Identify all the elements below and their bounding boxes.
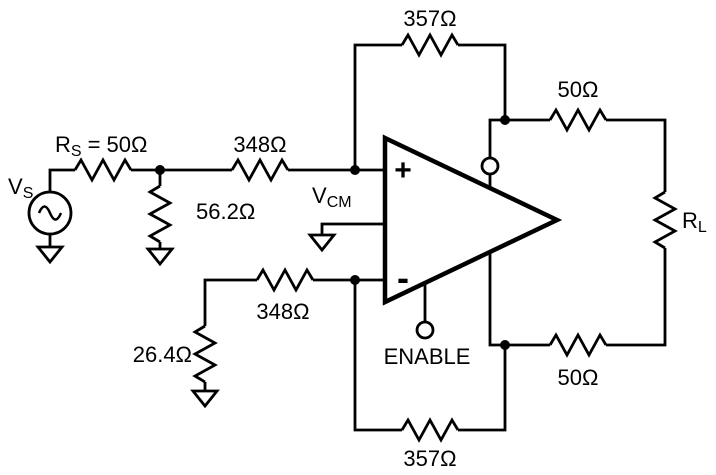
label-rg-bottom: 348Ω [256, 299, 309, 324]
resistor-ro-top [548, 107, 608, 133]
junction-dots [155, 115, 510, 350]
resistor-term-bottom [192, 324, 218, 384]
ground-symbol-vcm [307, 233, 337, 253]
circuit-wires [48, 43, 667, 432]
resistor-rf-top [400, 32, 460, 58]
vs-source [27, 190, 73, 236]
resistor-rg-bottom [255, 267, 315, 293]
output-pin-circle [480, 156, 500, 176]
junction-dot [500, 340, 510, 350]
opamp-plus-sign: + [394, 154, 412, 187]
ground-symbol-term-top [145, 247, 175, 267]
junction-dot [155, 165, 165, 175]
opamp-minus-sign: - [397, 257, 409, 298]
label-ro-top: 50Ω [558, 77, 599, 102]
junction-dot [500, 115, 510, 125]
label-rl: RL [682, 208, 707, 236]
resistor-ro-bottom [548, 332, 608, 358]
ground-symbol-term-bottom [190, 389, 220, 409]
ground-symbol-source [35, 245, 65, 265]
label-term-top: 56.2Ω [196, 199, 255, 224]
opamp-body [382, 134, 563, 306]
junction-dot [350, 275, 360, 285]
label-term-bottom: 26.4Ω [133, 342, 192, 367]
resistor-rs [73, 157, 133, 183]
label-rf-bottom: 357Ω [403, 446, 456, 471]
label-vs: VS [8, 174, 33, 202]
enable-pin-circle [415, 320, 435, 340]
label-vcm: VCM [312, 183, 352, 211]
sine-wave-icon [37, 205, 63, 221]
resistor-term-top [147, 184, 173, 244]
label-rf-top: 357Ω [403, 6, 456, 31]
junction-dot [350, 165, 360, 175]
resistor-rf-bottom [400, 417, 460, 443]
label-rs: RS= 50Ω [55, 132, 147, 160]
resistor-rg-top [230, 157, 290, 183]
label-ro-bottom: 50Ω [558, 365, 599, 390]
label-enable: ENABLE [384, 344, 471, 369]
resistor-rl [652, 190, 678, 250]
label-rg-top: 348Ω [233, 132, 286, 157]
